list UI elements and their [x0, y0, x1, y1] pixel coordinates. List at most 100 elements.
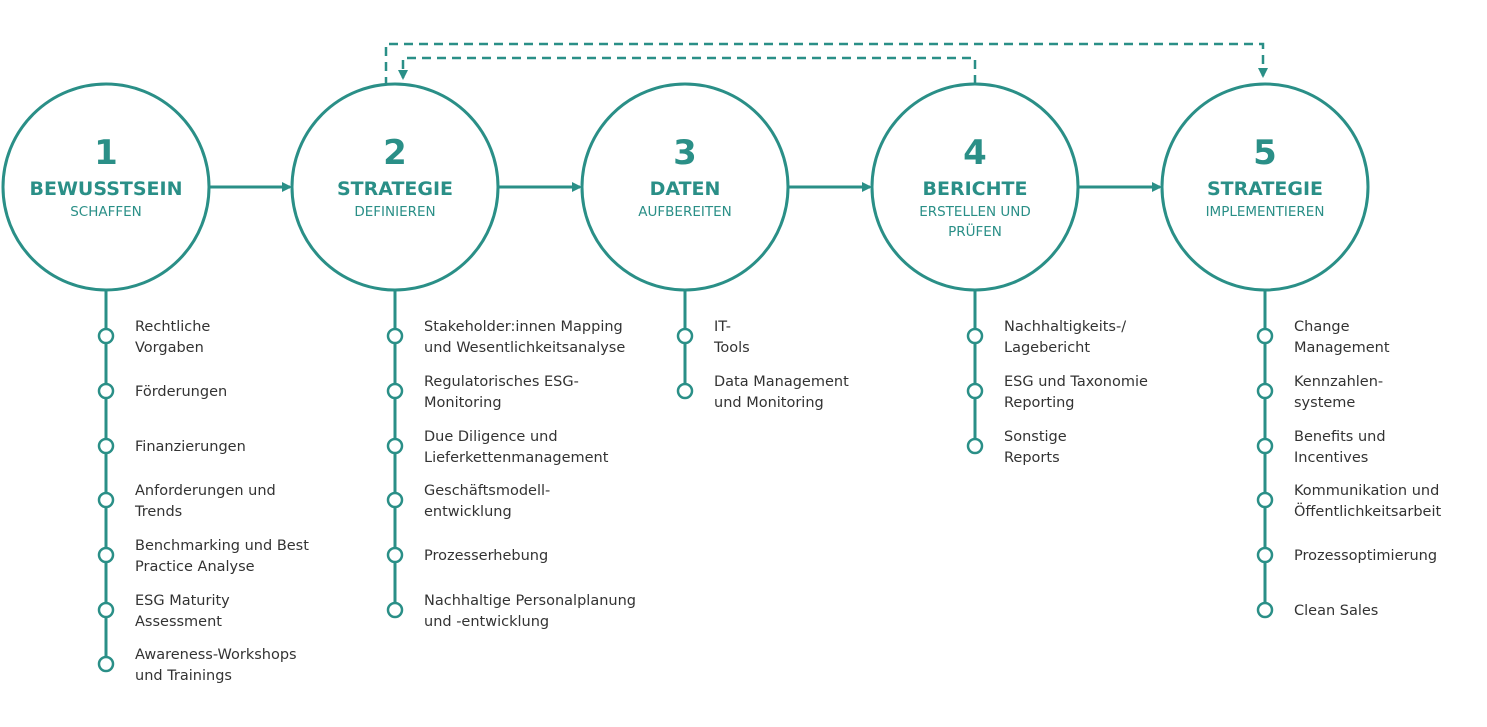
- step-title: STRATEGIE: [337, 178, 453, 200]
- dashed-arrow-4-to-2: [398, 56, 977, 84]
- bullet-node-icon: [966, 382, 984, 400]
- list-item-label: Nachhaltigkeits-/Lagebericht: [1004, 319, 1126, 356]
- list-item: Nachhaltigkeits-/Lagebericht: [966, 319, 1126, 356]
- bullet-node-icon: [966, 437, 984, 455]
- step-subtitle: DEFINIEREN: [354, 204, 435, 220]
- bullet-node-icon: [1256, 382, 1274, 400]
- step-subtitle: PRÜFEN: [948, 222, 1002, 240]
- list-item: Geschäftsmodell-entwicklung: [386, 483, 550, 520]
- step-number: 2: [383, 133, 407, 173]
- step-number: 3: [673, 133, 697, 173]
- list-item-label: Prozesserhebung: [424, 548, 548, 564]
- list-item: Förderungen: [97, 382, 227, 400]
- list-item: Finanzierungen: [97, 437, 246, 455]
- list-item-label: Finanzierungen: [135, 439, 246, 455]
- step-subtitle: IMPLEMENTIEREN: [1206, 204, 1325, 220]
- step-title: BEWUSSTSEIN: [30, 178, 183, 200]
- step-1-circle: [1, 82, 211, 292]
- list-item-label: Förderungen: [135, 384, 227, 400]
- bullet-node-icon: [97, 327, 115, 345]
- list-item: Prozesserhebung: [386, 546, 548, 564]
- list-item-label: IT-Tools: [713, 319, 750, 356]
- step-subtitle: SCHAFFEN: [70, 204, 142, 220]
- bullet-node-icon: [1256, 546, 1274, 564]
- dashed-arrow-2-to-5: [384, 42, 1268, 86]
- step-3-circle: [580, 82, 790, 292]
- list-item: Kennzahlen-systeme: [1256, 374, 1383, 411]
- step-number: 4: [963, 133, 987, 173]
- step-2-circle: [290, 82, 500, 292]
- bullet-node-icon: [97, 491, 115, 509]
- list-item: Regulatorisches ESG-Monitoring: [386, 374, 579, 411]
- list-item: Prozessoptimierung: [1256, 546, 1437, 564]
- list-item-label: Kennzahlen-systeme: [1294, 374, 1383, 411]
- bullet-node-icon: [386, 382, 404, 400]
- step-title: DATEN: [650, 178, 721, 200]
- bullet-node-icon: [386, 327, 404, 345]
- bullet-node-icon: [1256, 491, 1274, 509]
- bullet-node-icon: [97, 655, 115, 673]
- list-item-label: Clean Sales: [1294, 603, 1378, 619]
- bullet-node-icon: [1256, 327, 1274, 345]
- bullet-node-icon: [97, 546, 115, 564]
- step-5-circle: [1160, 82, 1370, 292]
- bullet-node-icon: [97, 437, 115, 455]
- bullet-node-icon: [1256, 437, 1274, 455]
- step-title: STRATEGIE: [1207, 178, 1323, 200]
- bullet-node-icon: [386, 546, 404, 564]
- bullet-node-icon: [676, 327, 694, 345]
- list-item-label: Prozessoptimierung: [1294, 548, 1437, 564]
- bullet-node-icon: [676, 382, 694, 400]
- step-subtitle: ERSTELLEN UND: [919, 204, 1031, 220]
- bullet-node-icon: [97, 601, 115, 619]
- step-title: BERICHTE: [923, 178, 1028, 200]
- bullet-node-icon: [97, 382, 115, 400]
- list-item-label: Regulatorisches ESG-Monitoring: [424, 374, 579, 411]
- step-number: 5: [1253, 133, 1277, 173]
- step-subtitle: AUFBEREITEN: [638, 204, 731, 220]
- bullet-node-icon: [966, 327, 984, 345]
- list-item: IT-Tools: [676, 319, 750, 356]
- bullet-node-icon: [386, 491, 404, 509]
- list-item-label: Geschäftsmodell-entwicklung: [424, 483, 550, 520]
- bullet-node-icon: [386, 601, 404, 619]
- step-number: 1: [94, 133, 118, 173]
- list-item: Clean Sales: [1256, 601, 1378, 619]
- step-4-circle: [870, 82, 1080, 292]
- bullet-node-icon: [386, 437, 404, 455]
- bullet-node-icon: [1256, 601, 1274, 619]
